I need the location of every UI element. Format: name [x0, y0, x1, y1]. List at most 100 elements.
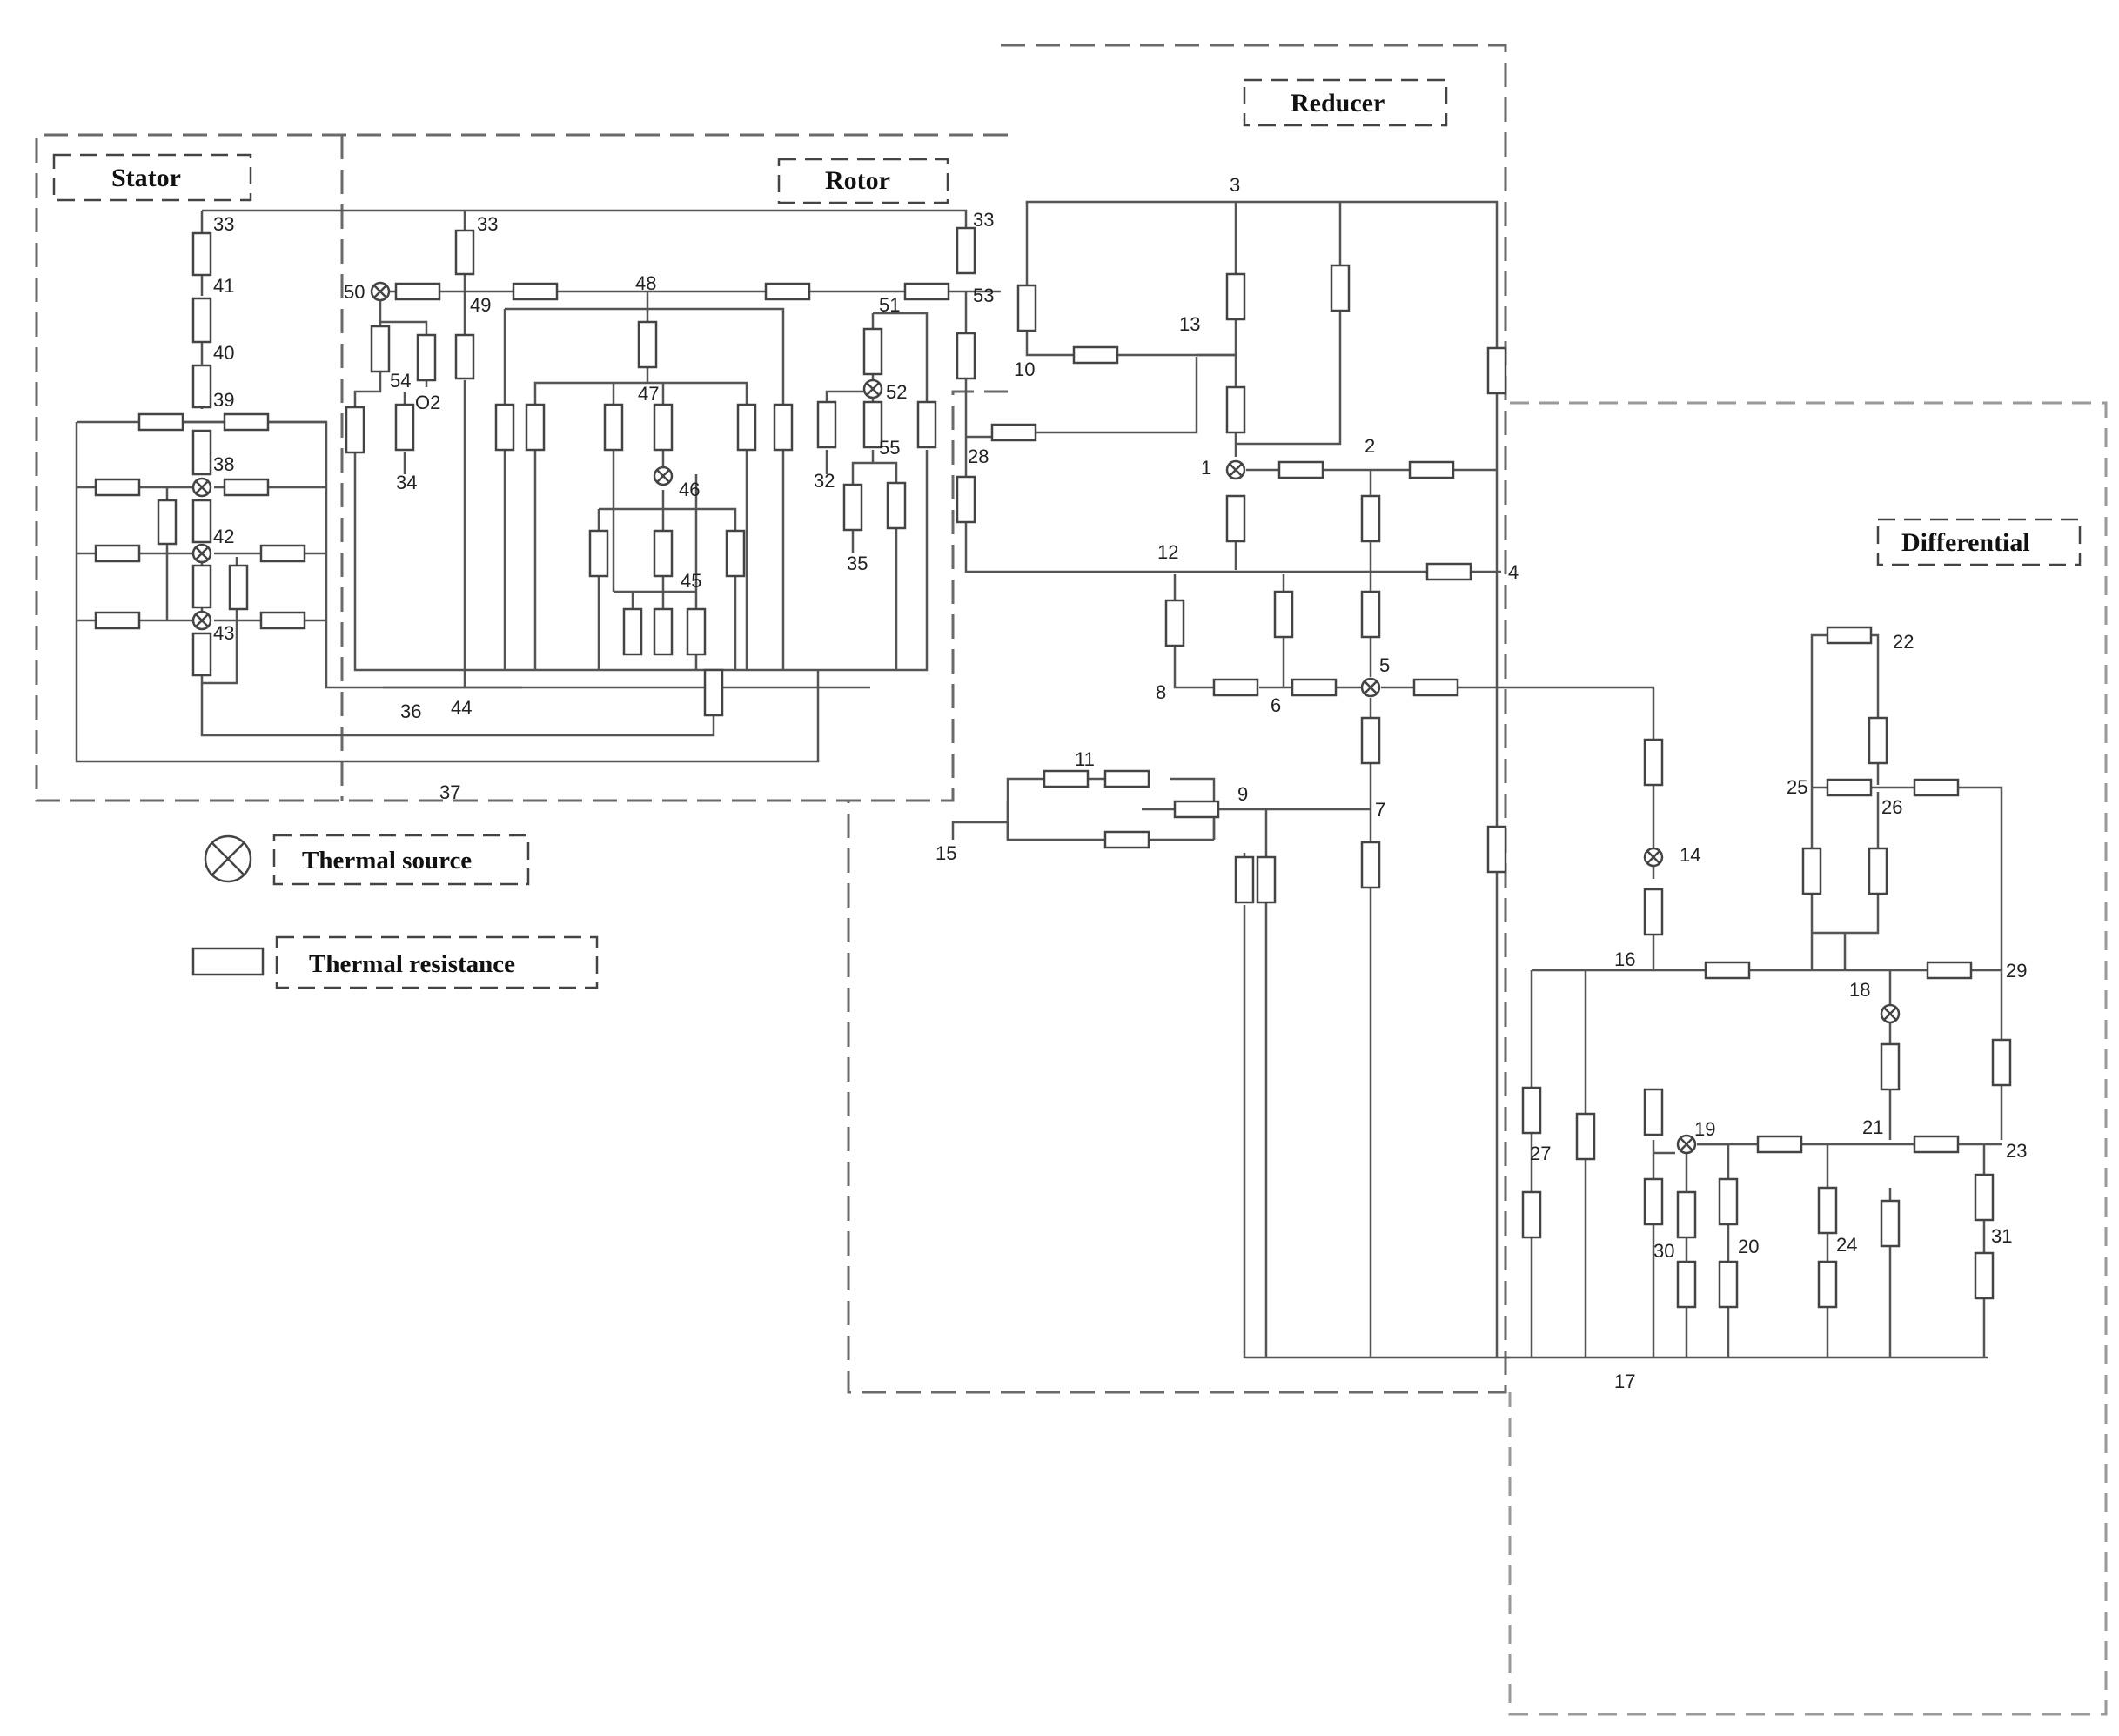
node-label-40: 40 — [213, 342, 234, 364]
node-label-46: 46 — [679, 479, 700, 500]
node-label-23: 23 — [2006, 1140, 2027, 1162]
node-label-45: 45 — [681, 570, 701, 592]
resistor — [1913, 778, 1960, 797]
node-label-50: 50 — [344, 281, 365, 303]
resistor — [1756, 1135, 1803, 1154]
thermal-source-icon — [370, 281, 391, 302]
reducer-title-box — [1243, 78, 1448, 127]
resistor — [1974, 1251, 1995, 1300]
resistor — [1704, 961, 1751, 980]
resistor — [588, 529, 609, 578]
resistor — [653, 529, 674, 578]
resistor — [1643, 1088, 1664, 1136]
node-label-10: 10 — [1014, 359, 1035, 380]
differential-title-box — [1876, 518, 2082, 566]
resistor — [137, 412, 184, 432]
stator-rotor-boundary — [35, 133, 1008, 802]
node-label-26: 26 — [1881, 796, 1902, 818]
node-label-3: 3 — [1230, 174, 1240, 196]
resistor — [1360, 494, 1381, 543]
node-label-37: 37 — [439, 781, 460, 803]
resistor — [862, 400, 883, 449]
resistor — [370, 325, 391, 373]
node-label-32: 32 — [814, 470, 835, 492]
node-label-33a: 33 — [213, 213, 234, 235]
resistor — [394, 282, 441, 301]
thermal-resistors — [94, 226, 2012, 1309]
thermal-sources — [191, 281, 1901, 1155]
node-label-25: 25 — [1787, 776, 1807, 798]
resistor — [191, 364, 212, 409]
node-label-52: 52 — [886, 381, 907, 403]
node-label-48: 48 — [635, 272, 656, 294]
resistor — [94, 478, 141, 497]
node-labels: 1 2 3 4 5 6 7 8 9 10 11 12 13 14 15 16 1… — [213, 174, 2027, 1392]
resistor — [1425, 562, 1472, 581]
resistor — [773, 403, 794, 452]
resistor — [345, 406, 365, 454]
resistor — [191, 297, 212, 344]
resistor — [816, 400, 837, 449]
resistor — [903, 282, 950, 301]
thermal-source-icon — [862, 379, 883, 399]
resistor — [603, 403, 624, 452]
resistor — [1826, 778, 1873, 797]
legend-source-box — [272, 834, 530, 886]
node-label-1: 1 — [1201, 457, 1211, 479]
resistor — [191, 564, 212, 609]
resistor — [1817, 1186, 1838, 1235]
region-boundaries — [35, 44, 2108, 1716]
resistor — [1103, 769, 1150, 788]
resistor — [764, 282, 811, 301]
rotor-title-box — [777, 158, 949, 204]
stator-title-box — [52, 153, 252, 202]
resistor — [191, 499, 212, 544]
node-label-27: 27 — [1530, 1143, 1551, 1164]
node-label-29: 29 — [2006, 960, 2027, 982]
resistor — [259, 611, 306, 630]
node-label-39: 39 — [213, 389, 234, 411]
node-label-12: 12 — [1157, 541, 1178, 563]
resistor — [1718, 1177, 1739, 1226]
node-label-36: 36 — [400, 700, 421, 722]
thermal-source-icon — [1643, 847, 1664, 868]
thermal-source-icon — [653, 466, 674, 486]
resistor — [1225, 385, 1246, 434]
resistor — [736, 403, 757, 452]
legend-resistance-label: Thermal resistance — [309, 950, 515, 978]
node-label-41: 41 — [213, 275, 234, 297]
thermal-source-icon — [191, 610, 212, 631]
thermal-source-icon — [1676, 1134, 1697, 1155]
node-label-34: 34 — [396, 472, 417, 493]
node-label-22: 22 — [1893, 631, 1914, 653]
node-label-38: 38 — [213, 453, 234, 475]
resistor — [223, 478, 270, 497]
reducer-boundary — [847, 44, 1507, 1394]
resistor — [1575, 1112, 1596, 1161]
resistor — [191, 231, 212, 277]
node-label-4: 4 — [1508, 561, 1519, 583]
resistor — [494, 403, 515, 452]
resistor — [454, 229, 475, 276]
resistor — [1043, 769, 1090, 788]
thermal-source-icon — [191, 477, 212, 498]
node-label-30: 30 — [1653, 1240, 1674, 1262]
resistor — [1486, 346, 1507, 395]
resistor — [842, 483, 863, 532]
node-label-49: 49 — [470, 294, 491, 316]
node-label-53: 53 — [973, 285, 994, 306]
resistor — [1072, 345, 1119, 365]
node-label-19: 19 — [1694, 1118, 1715, 1140]
resistor — [1926, 961, 1973, 980]
resistor — [1291, 678, 1338, 697]
region-titles: Stator Rotor Reducer Differential — [52, 78, 2082, 566]
resistor — [1173, 800, 1220, 819]
resistor — [1277, 460, 1324, 479]
legend-resistance-box — [275, 935, 599, 989]
resistor — [1234, 855, 1255, 904]
thermal-source-icon — [1880, 1003, 1901, 1024]
resistor — [1016, 284, 1037, 332]
resistor — [1360, 716, 1381, 765]
resistor — [394, 403, 415, 452]
node-label-18: 18 — [1849, 979, 1870, 1001]
